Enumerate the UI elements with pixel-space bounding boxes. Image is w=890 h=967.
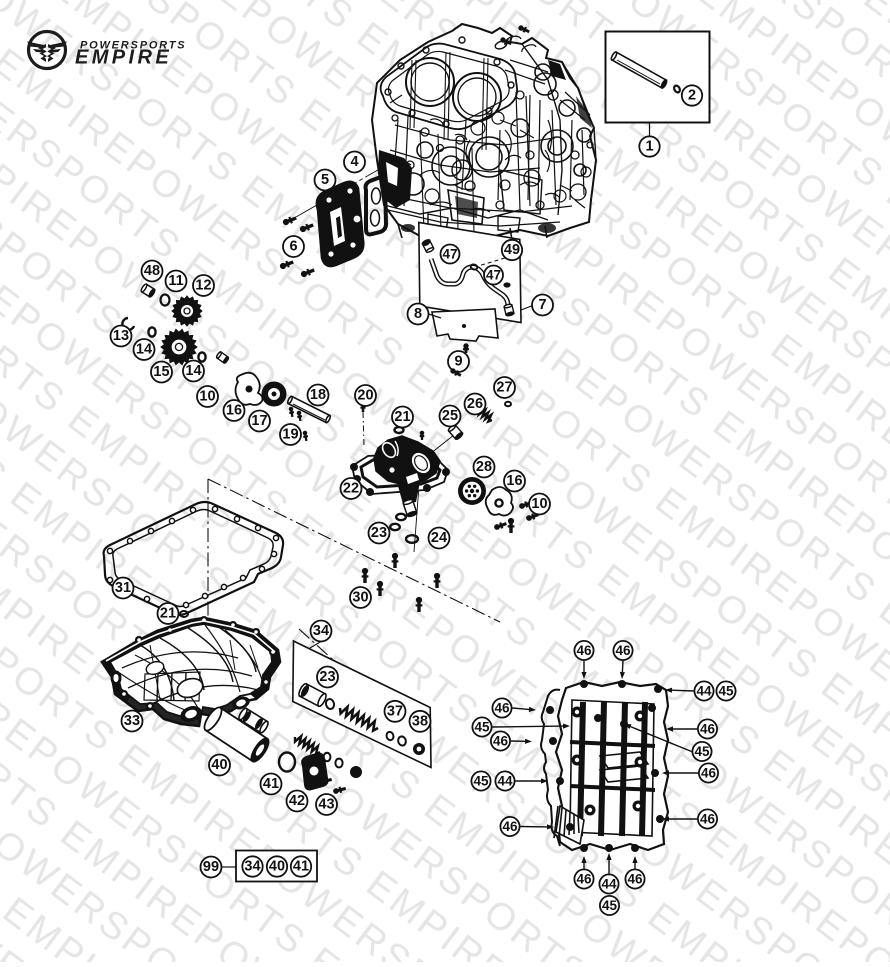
svg-text:38: 38	[412, 713, 428, 729]
svg-text:8: 8	[414, 306, 422, 322]
svg-text:10: 10	[199, 389, 215, 405]
svg-text:EMPIRE: EMPIRE	[75, 47, 172, 69]
svg-text:25: 25	[442, 408, 458, 424]
svg-text:13: 13	[113, 328, 129, 344]
svg-text:2: 2	[688, 88, 696, 104]
svg-text:45: 45	[718, 684, 734, 699]
svg-text:47: 47	[442, 247, 457, 262]
svg-text:15: 15	[153, 364, 169, 380]
svg-text:46: 46	[700, 812, 716, 827]
svg-text:45: 45	[474, 720, 490, 735]
svg-text:24: 24	[431, 530, 447, 546]
svg-text:10: 10	[531, 496, 547, 512]
svg-text:48: 48	[144, 263, 160, 279]
svg-text:46: 46	[493, 734, 509, 749]
svg-text:46: 46	[502, 819, 518, 834]
svg-text:46: 46	[615, 643, 631, 658]
svg-text:14: 14	[185, 363, 201, 379]
svg-text:27: 27	[496, 380, 512, 396]
svg-text:46: 46	[701, 766, 717, 781]
svg-text:44: 44	[601, 877, 617, 892]
svg-text:21: 21	[394, 409, 410, 425]
svg-text:9: 9	[454, 354, 462, 370]
svg-text:33: 33	[124, 713, 140, 729]
svg-text:44: 44	[497, 774, 513, 789]
svg-text:16: 16	[506, 473, 522, 489]
svg-text:19: 19	[282, 427, 298, 443]
svg-text:49: 49	[504, 242, 520, 258]
svg-text:99: 99	[203, 859, 219, 875]
svg-text:16: 16	[226, 403, 242, 419]
svg-text:30: 30	[352, 590, 368, 606]
svg-text:43: 43	[318, 797, 334, 813]
svg-text:6: 6	[289, 239, 297, 255]
svg-text:1: 1	[645, 139, 653, 155]
svg-text:21: 21	[160, 606, 176, 622]
svg-text:22: 22	[343, 481, 359, 497]
svg-text:11: 11	[168, 273, 183, 289]
svg-text:46: 46	[700, 722, 716, 737]
svg-text:14: 14	[136, 342, 152, 358]
svg-text:37: 37	[387, 703, 403, 719]
svg-text:40: 40	[211, 757, 227, 773]
svg-text:42: 42	[289, 793, 305, 809]
svg-text:12: 12	[195, 278, 211, 294]
svg-text:46: 46	[576, 872, 592, 887]
svg-text:46: 46	[576, 643, 592, 658]
svg-text:47: 47	[486, 268, 501, 283]
svg-text:5: 5	[321, 172, 329, 188]
svg-text:44: 44	[696, 684, 712, 699]
svg-text:7: 7	[538, 297, 546, 313]
svg-text:40: 40	[269, 859, 285, 875]
svg-text:23: 23	[371, 525, 387, 541]
svg-text:45: 45	[602, 898, 618, 913]
svg-text:41: 41	[263, 776, 279, 792]
svg-text:34: 34	[313, 623, 329, 639]
svg-text:17: 17	[251, 413, 267, 429]
svg-text:31: 31	[115, 580, 131, 596]
svg-text:41: 41	[293, 859, 309, 875]
svg-text:45: 45	[694, 744, 710, 759]
svg-text:34: 34	[244, 859, 260, 875]
svg-text:45: 45	[473, 774, 489, 789]
svg-text:20: 20	[357, 388, 373, 404]
svg-text:23: 23	[319, 669, 335, 685]
svg-text:4: 4	[350, 154, 358, 170]
svg-text:18: 18	[310, 387, 326, 403]
svg-text:28: 28	[476, 459, 492, 475]
svg-text:26: 26	[467, 396, 483, 412]
svg-text:46: 46	[494, 701, 510, 716]
svg-text:46: 46	[627, 872, 643, 887]
